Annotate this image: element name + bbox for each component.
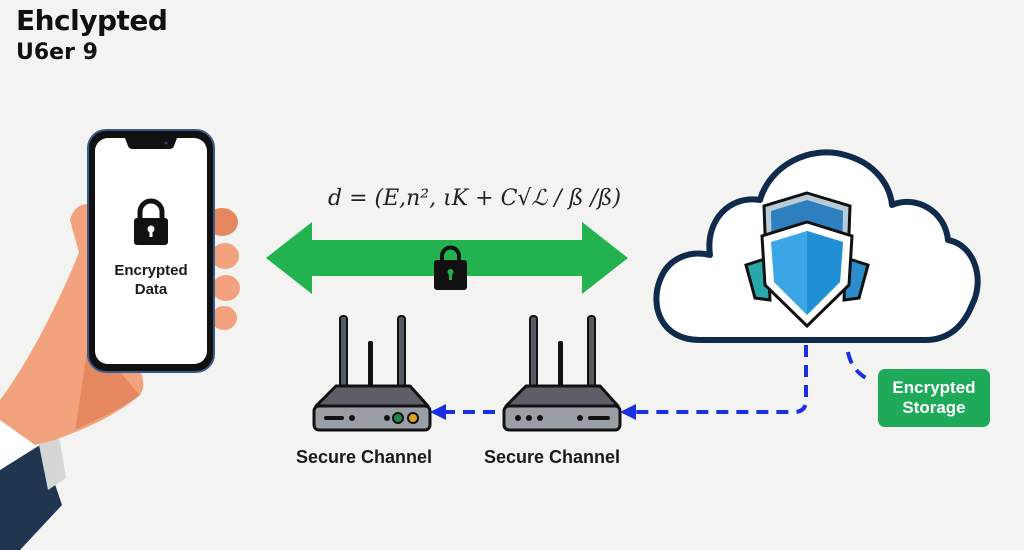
arrowhead xyxy=(620,404,636,420)
padlock-icon xyxy=(434,245,467,290)
bidirectional-arrow xyxy=(266,222,628,294)
router-label-1: Secure Channel xyxy=(296,447,433,467)
shield-icon xyxy=(744,191,870,329)
cuff-edge xyxy=(38,430,66,490)
dashed-connection xyxy=(446,345,871,414)
badge-line-2: Storage xyxy=(902,398,966,417)
encryption-formula: d = (E,n², ιK + C√ℒ / ß /ß) xyxy=(328,186,622,211)
badge-line-1: Encrypted xyxy=(892,377,976,397)
diagram-title: Ehclypted U6er 9 xyxy=(16,4,168,65)
phone-label-line-1: Encrypted xyxy=(114,262,188,279)
phone-screen xyxy=(95,138,207,364)
encrypted-storage-badge: Encrypted Storage xyxy=(878,369,990,427)
phone-label-line-2: Data xyxy=(134,280,168,298)
router-label-2: Secure Channel xyxy=(484,447,621,467)
finger-4 xyxy=(211,306,237,330)
finger-3 xyxy=(212,275,240,301)
router-icon xyxy=(502,315,622,432)
padlock-icon xyxy=(134,198,168,245)
title-line-2: U6er 9 xyxy=(16,39,98,65)
arrowhead xyxy=(430,404,446,420)
phone-label: Encrypted Data xyxy=(92,262,210,300)
finger-2 xyxy=(211,243,239,269)
router-icon xyxy=(312,315,432,432)
title-line-1: Ehclypted xyxy=(16,4,168,37)
smartphone xyxy=(87,129,215,373)
phone-notch xyxy=(125,138,177,149)
